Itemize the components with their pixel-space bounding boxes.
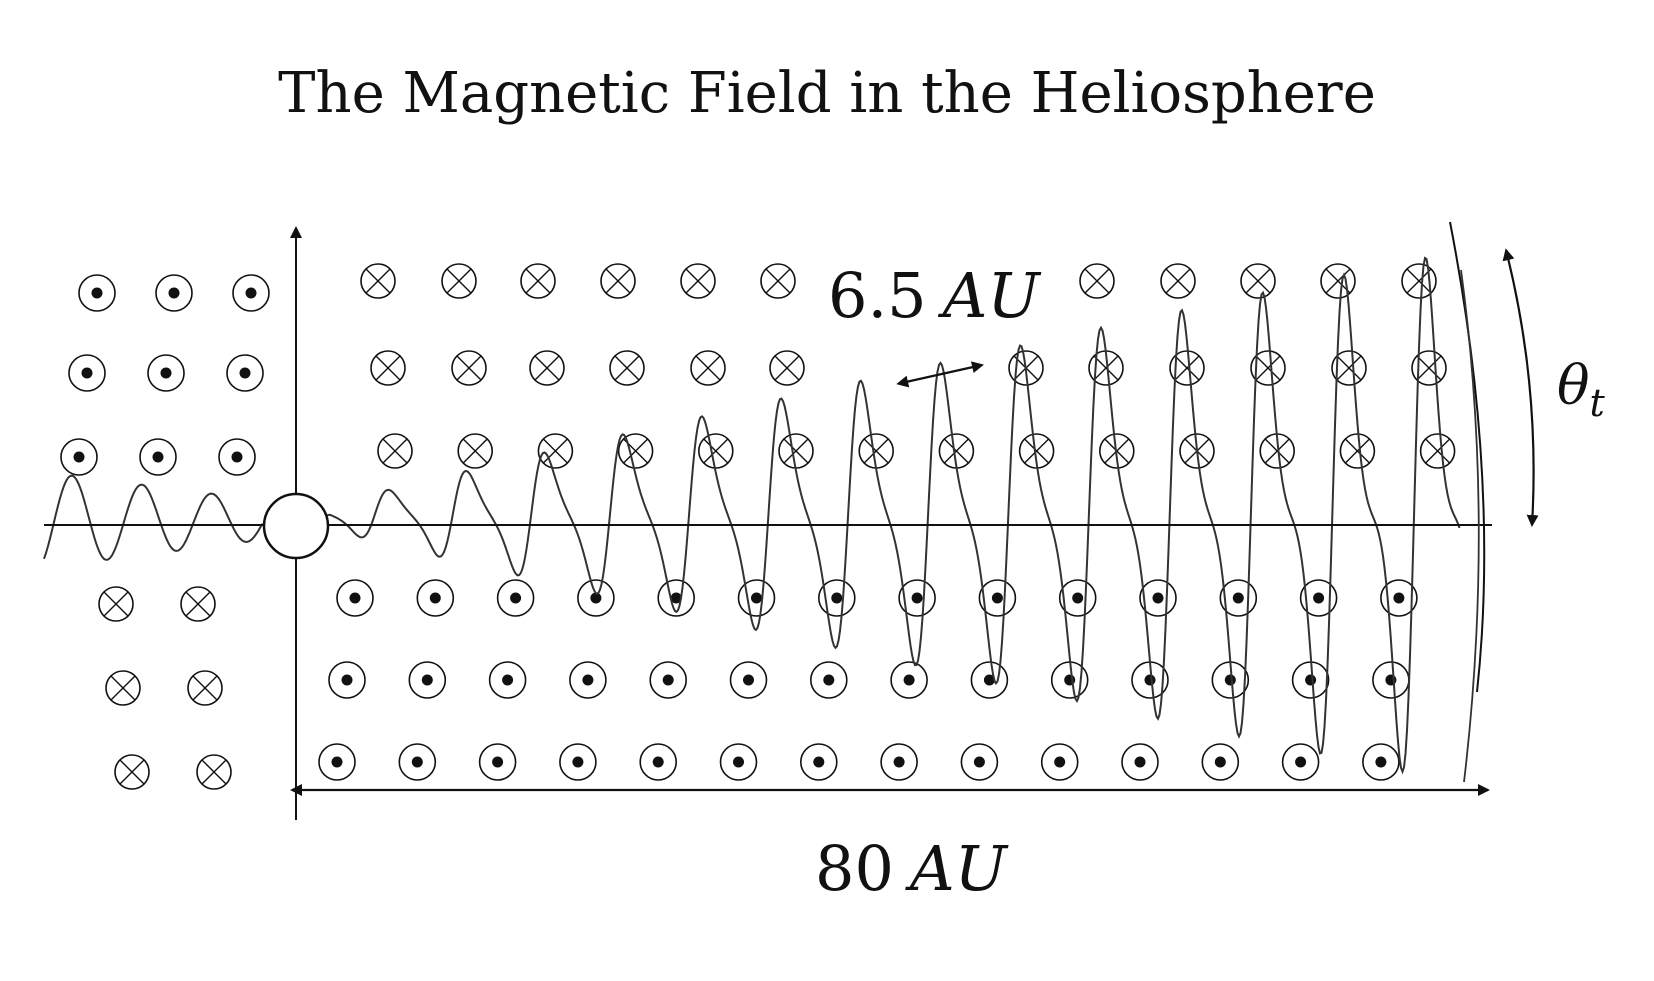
field-out-of-page-icon bbox=[569, 661, 607, 699]
field-out-of-page-icon bbox=[1040, 743, 1079, 781]
field-out-of-page-icon bbox=[68, 354, 106, 392]
field-out-of-page-icon bbox=[890, 661, 928, 699]
field-out-of-page-icon bbox=[147, 354, 185, 392]
termination-shock-arc-inner bbox=[1460, 269, 1480, 783]
field-out-of-page-icon bbox=[970, 661, 1009, 699]
field-into-page-icon bbox=[1411, 350, 1447, 386]
field-out-of-page-icon bbox=[1121, 743, 1159, 781]
field-into-page-icon bbox=[441, 263, 477, 299]
field-out-of-page-icon bbox=[559, 743, 597, 781]
field-out-of-page-icon bbox=[649, 661, 688, 699]
field-out-of-page-icon bbox=[336, 579, 374, 617]
field-out-of-page-icon bbox=[488, 661, 527, 699]
field-into-page-icon bbox=[1339, 433, 1376, 469]
wavelength-unit: AU bbox=[938, 259, 1042, 332]
field-into-page-icon bbox=[938, 433, 975, 469]
field-into-page-icon bbox=[760, 263, 796, 299]
field-into-page-icon bbox=[180, 586, 216, 622]
distance-unit: AU bbox=[905, 832, 1009, 905]
field-into-page-icon bbox=[690, 350, 726, 386]
field-out-of-page-icon bbox=[737, 579, 776, 617]
field-out-of-page-icon bbox=[1372, 661, 1410, 699]
field-out-of-page-icon bbox=[799, 743, 838, 781]
field-into-page-icon bbox=[617, 433, 654, 469]
field-out-of-page-icon bbox=[318, 743, 356, 781]
field-into-page-icon bbox=[697, 433, 734, 469]
field-into-page-icon bbox=[1240, 263, 1276, 299]
field-into-page-icon bbox=[1320, 263, 1356, 299]
field-into-page-icon bbox=[451, 350, 487, 386]
field-into-page-icon bbox=[600, 263, 636, 299]
wavelength-value: 6.5 bbox=[828, 259, 927, 332]
field-into-page-icon bbox=[105, 670, 141, 706]
field-into-page-icon bbox=[1419, 433, 1456, 469]
field-into-page-icon bbox=[529, 350, 565, 386]
field-out-of-page-icon bbox=[496, 579, 535, 617]
field-out-of-page-icon bbox=[478, 743, 517, 781]
field-into-page-icon bbox=[1018, 433, 1055, 469]
field-out-of-page-icon bbox=[416, 579, 455, 617]
field-into-page-icon bbox=[1401, 263, 1437, 299]
field-out-of-page-icon bbox=[639, 743, 678, 781]
field-out-of-page-icon bbox=[60, 438, 98, 476]
field-out-of-page-icon bbox=[880, 743, 918, 781]
field-into-page-icon bbox=[370, 350, 406, 386]
field-into-page-icon bbox=[1169, 350, 1205, 386]
field-out-of-page-icon bbox=[232, 274, 270, 312]
tilt-angle-arrow bbox=[1502, 248, 1539, 527]
field-into-page-icon bbox=[1250, 350, 1286, 386]
field-into-page-icon bbox=[858, 433, 895, 469]
field-out-of-page-icon bbox=[809, 661, 848, 699]
field-out-of-page-icon bbox=[226, 354, 264, 392]
field-out-of-page-icon bbox=[78, 274, 116, 312]
field-into-page-icon bbox=[114, 754, 150, 790]
field-into-page-icon bbox=[1331, 350, 1367, 386]
field-out-of-page-icon bbox=[328, 661, 366, 699]
field-into-page-icon bbox=[680, 263, 716, 299]
field-into-page-icon bbox=[1079, 263, 1115, 299]
field-out-of-page-icon bbox=[408, 661, 447, 699]
tilt-angle-label: θt bbox=[1557, 354, 1606, 425]
sun-circle-icon bbox=[262, 492, 330, 560]
field-out-of-page-icon bbox=[218, 438, 256, 476]
field-out-of-page-icon bbox=[729, 661, 768, 699]
field-into-page-icon bbox=[769, 350, 805, 386]
field-into-page-icon bbox=[360, 263, 396, 299]
diagram-title: The Magnetic Field in the Heliosphere bbox=[278, 61, 1376, 126]
field-into-page-icon bbox=[778, 433, 814, 469]
field-out-of-page-icon bbox=[139, 438, 177, 476]
termination-shock-arc-outer bbox=[1449, 221, 1486, 693]
heliospheric-current-sheet-curve bbox=[43, 256, 1461, 775]
field-into-page-icon bbox=[520, 263, 556, 299]
field-out-of-page-symbols bbox=[60, 274, 1418, 781]
field-out-of-page-icon bbox=[978, 579, 1017, 617]
field-out-of-page-icon bbox=[1362, 743, 1400, 781]
field-into-page-icon bbox=[187, 670, 223, 706]
field-out-of-page-icon bbox=[898, 579, 936, 617]
field-into-page-icon bbox=[98, 586, 134, 622]
field-into-page-icon bbox=[196, 754, 232, 790]
field-out-of-page-icon bbox=[577, 579, 615, 617]
tilt-angle-symbol: θ bbox=[1557, 354, 1590, 417]
field-out-of-page-icon bbox=[1201, 743, 1240, 781]
field-into-page-icon bbox=[377, 433, 413, 469]
field-out-of-page-icon bbox=[719, 743, 758, 781]
field-out-of-page-icon bbox=[155, 274, 193, 312]
distance-value: 80 bbox=[815, 832, 894, 905]
wavelength-arrow bbox=[896, 361, 984, 388]
field-out-of-page-icon bbox=[1380, 579, 1418, 617]
field-into-page-icon bbox=[609, 350, 645, 386]
field-into-page-icon bbox=[1160, 263, 1196, 299]
field-into-page-icon bbox=[457, 433, 494, 469]
tilt-angle-subscript: t bbox=[1590, 381, 1606, 425]
field-into-page-icon bbox=[537, 433, 574, 469]
field-out-of-page-icon bbox=[398, 743, 437, 781]
field-out-of-page-icon bbox=[1299, 579, 1338, 617]
field-out-of-page-icon bbox=[960, 743, 999, 781]
field-out-of-page-icon bbox=[1281, 743, 1320, 781]
field-out-of-page-icon bbox=[657, 579, 696, 617]
